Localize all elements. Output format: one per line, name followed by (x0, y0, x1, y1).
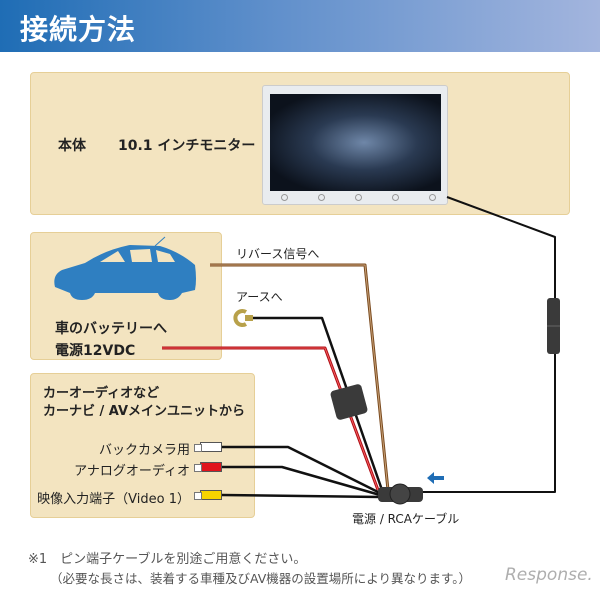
footnote-line2: （必要な長さは、装着する車種及びAV機器の設置場所により異なります。） (50, 571, 472, 586)
watermark-logo: Response. (505, 565, 593, 585)
input-label-video: 映像入力端子（Video 1） (37, 492, 190, 507)
ring-terminal-icon (233, 309, 248, 327)
monitor-buttons (281, 194, 436, 201)
arrow-left-icon (427, 472, 444, 484)
av-title-line1: カーオーディオなど (43, 386, 160, 401)
rca-plug-white (194, 442, 222, 452)
ground-label: アースへ (236, 290, 283, 304)
monitor-label: 本体 (58, 138, 86, 154)
cable-label: 電源 / RCAケーブル (352, 512, 460, 526)
footnote-line1: ※1 ピン端子ケーブルを別途ご用意ください。 (28, 552, 307, 567)
cable-junction (378, 487, 423, 502)
ground-wire (252, 316, 384, 491)
rca-plug-red (194, 462, 222, 472)
battery-label: 車のバッテリーへ (55, 321, 167, 337)
rca-plug-yellow (194, 490, 222, 500)
header-banner: 接続方法 (0, 0, 600, 52)
monitor-image (262, 85, 448, 205)
input-label-camera: バックカメラ用 (98, 443, 190, 458)
input-label-audio: アナログオーディオ (74, 464, 190, 479)
reverse-label: リバース信号へ (236, 247, 320, 261)
power-label: 電源12VDC (55, 343, 136, 359)
monitor-screen (270, 94, 441, 191)
monitor-model: 10.1 インチモニター (118, 138, 256, 154)
av-title-line2: カーナビ / AVメインユニットから (43, 404, 246, 419)
noise-filter (330, 384, 368, 420)
inline-connector (547, 298, 560, 354)
monitor-cable (420, 196, 556, 493)
page-title: 接続方法 (20, 13, 137, 46)
